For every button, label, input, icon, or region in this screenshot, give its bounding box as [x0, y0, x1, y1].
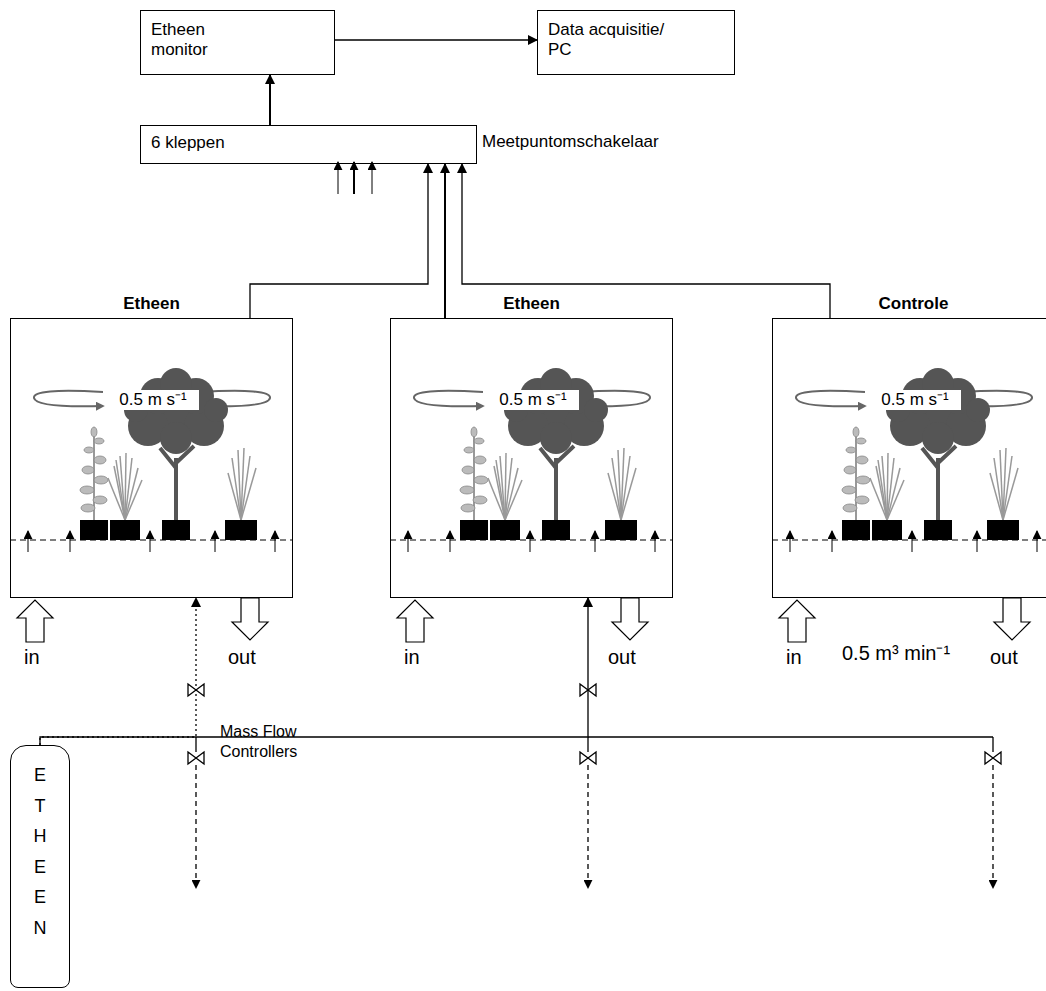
chamber-illustration [390, 368, 673, 642]
component-name: Meetpuntomschakelaar [482, 132, 659, 152]
mass-flow-controller [580, 752, 596, 764]
air-speed: 0.5 m s⁻¹ [107, 390, 199, 410]
flow-label: in [404, 646, 420, 668]
gas-cylinder: ETHEEN [10, 745, 70, 988]
connector-arrow [269, 75, 271, 125]
connector-arrow [444, 164, 446, 318]
chamber-illustration [772, 368, 1046, 642]
connector-arrow [250, 164, 428, 318]
air-speed: 0.5 m s⁻¹ [869, 390, 961, 410]
process-box: Etheen monitor [140, 10, 335, 75]
air-speed: 0.5 m s⁻¹ [487, 390, 579, 410]
box-label: Data acquisitie/ PC [538, 11, 683, 70]
gas-lines [196, 737, 993, 888]
valve-symbol [580, 684, 596, 696]
spare-inputs [338, 162, 372, 194]
flow-label: out [608, 646, 636, 668]
valve-symbol [188, 684, 204, 696]
connector-arrow [40, 598, 588, 745]
vertical-label: ETHEEN [31, 760, 49, 944]
flow-label: out [990, 646, 1018, 668]
flow-label: out [228, 646, 256, 668]
box-label: 6 kleppen [141, 126, 476, 160]
chamber-box: Etheen0.5 m s⁻¹ [10, 318, 293, 598]
connector-arrow [40, 598, 196, 745]
valve-switch-box: 6 kleppenMeetpuntomschakelaar [140, 125, 477, 164]
chamber-heading: Etheen [391, 294, 672, 314]
flow-label: in [786, 646, 802, 668]
mass-flow-controller [985, 752, 1001, 764]
connector-arrow [335, 39, 537, 40]
flow-rate: 0.5 m³ min⁻¹ [842, 642, 950, 664]
mass-flow-controller [188, 752, 204, 764]
chamber-illustration [10, 368, 293, 642]
flow-label: in [24, 646, 40, 668]
component-label: Mass Flow Controllers [220, 722, 350, 762]
chamber-box: Etheen0.5 m s⁻¹ [390, 318, 673, 598]
chamber-heading: Controle [773, 294, 1046, 314]
chamber-box: Controle0.5 m s⁻¹ [772, 318, 1046, 598]
box-label: Etheen monitor [141, 11, 271, 70]
process-box: Data acquisitie/ PC [537, 10, 735, 75]
chamber-heading: Etheen [11, 294, 292, 314]
